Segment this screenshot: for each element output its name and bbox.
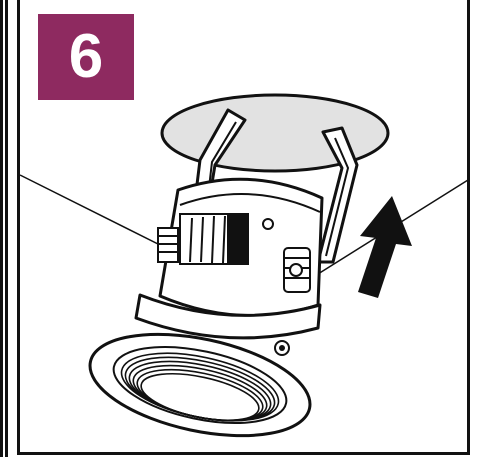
up-arrow-icon bbox=[358, 196, 412, 298]
spring-clip-right-inner bbox=[325, 137, 350, 257]
housing-top-rim bbox=[179, 193, 321, 213]
step-number: 6 bbox=[68, 22, 104, 91]
step-number-badge: 6 bbox=[38, 14, 134, 100]
ceiling-line-left bbox=[19, 174, 171, 251]
bezel-rings bbox=[120, 352, 280, 422]
left-border-rule bbox=[0, 0, 8, 457]
housing-ribs bbox=[179, 213, 249, 265]
housing-collar bbox=[134, 293, 322, 340]
spring-clip-right bbox=[316, 126, 359, 264]
housing-screw bbox=[262, 218, 274, 230]
spring-coil-left bbox=[157, 227, 179, 263]
spring-coil-right bbox=[283, 247, 311, 293]
collar-screw-head bbox=[279, 345, 285, 351]
